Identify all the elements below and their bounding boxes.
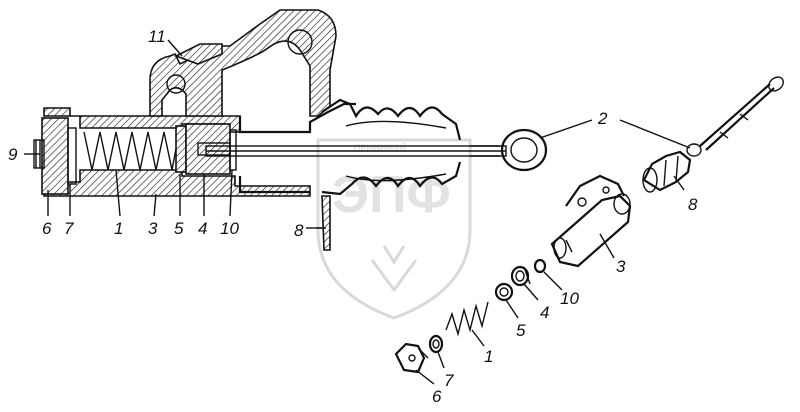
callout-10-exploded: 10 [560,289,579,308]
exploded-parts [394,76,784,374]
callout-7-assembly: 7 [64,219,74,238]
callout-11: 11 [148,27,166,46]
callout-6-exploded: 6 [432,387,442,406]
callout-9: 9 [8,145,18,164]
retaining-ring [229,129,237,171]
exploded-retaining-ring [533,258,547,274]
callout-5-assembly: 5 [174,219,184,238]
exploded-piston [510,265,531,287]
plug-seal [67,127,77,185]
dust-boot-upper [321,98,462,141]
exploded-end-plug [394,342,429,374]
exploded-plug-seal [428,334,444,354]
mounting-flange [149,9,337,117]
watermark-logo: ЭПФ ПРИНИМАЙ [316,138,472,320]
callout-4-assembly: 4 [198,219,207,238]
callout-3-assembly: 3 [148,219,158,238]
callout-7-exploded: 7 [444,371,454,390]
exploded-cylinder-body [550,174,632,268]
exploded-return-spring [445,301,489,337]
housing-outline-upper [238,102,356,134]
callout-2: 2 [597,109,608,128]
rod-eye [500,128,548,172]
cylinder-body-bottom-wall [43,169,311,197]
end-plug [41,117,69,195]
exploded-dust-boot [642,150,692,193]
return-spring [83,131,179,171]
dust-boot-bracket [321,195,331,251]
callout-8-assembly: 8 [294,221,304,240]
dust-boot-lower [321,161,462,196]
piston [185,123,231,175]
callout-5-exploded: 5 [516,321,526,340]
callout-1-exploded: 1 [484,347,493,366]
exploded-push-rod [686,76,784,157]
callout-10-assembly: 10 [220,219,239,238]
callout-1-assembly: 1 [114,219,123,238]
callout-3-exploded: 3 [616,257,626,276]
watermark-small-text: ПРИНИМАЙ [354,142,406,153]
callout-labels: 11 9 2 8 6 7 1 3 5 4 10 8 3 10 4 5 1 7 6 [8,27,698,406]
callout-4-exploded: 4 [540,303,549,322]
reservoir-cap-boss [173,43,223,65]
cylinder-assembly [33,9,548,251]
callout-6-assembly: 6 [42,219,52,238]
callout-8-exploded: 8 [688,195,698,214]
piston-cup [175,125,187,173]
watermark-brand-text: ЭПФ [332,166,451,224]
leader-lines [24,39,691,385]
exploded-piston-cup [494,282,514,302]
